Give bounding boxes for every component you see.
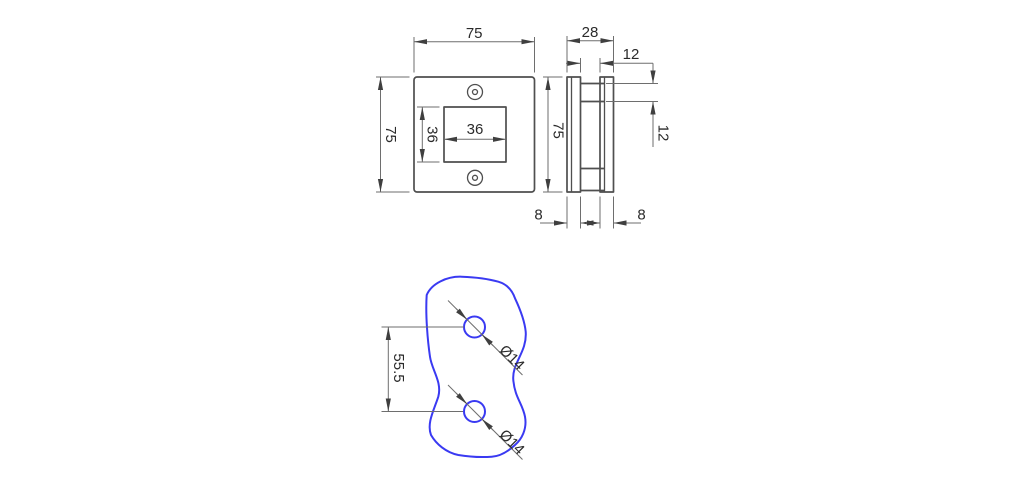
front-cutout: [443, 106, 507, 163]
dim-label-front-height: 75: [382, 126, 399, 143]
dim-front-width: 75: [413, 25, 535, 73]
dim-label-front-cutout-width: 36: [467, 121, 484, 138]
screw-hole-top-inner: [471, 88, 479, 96]
side-view: 28 12 12 75: [534, 24, 672, 229]
front-plate-outline: [413, 76, 536, 193]
dim-label-front-cutout-height: 36: [424, 126, 441, 143]
dim-label-hole-bottom-diameter: Ø14: [496, 426, 528, 458]
dim-front-cutout-width: 36: [444, 121, 506, 142]
screw-hole-bottom-inner: [471, 174, 479, 181]
dim-label-side-glass-gap: 12: [623, 46, 640, 63]
dim-label-side-height: 75: [550, 122, 567, 139]
dim-glass-hole-bottom-diameter: Ø14: [447, 384, 528, 460]
dim-label-side-notch: 12: [655, 125, 672, 142]
glass-view: 55.5 Ø14 Ø14: [381, 275, 528, 460]
dim-front-height: 75: [376, 76, 410, 193]
dim-glass-hole-spacing: 55.5: [381, 326, 464, 412]
screw-hole-top: [466, 83, 484, 101]
dim-label-left-plate: 8: [534, 207, 542, 224]
dim-side-depth: 28: [566, 24, 614, 73]
dim-side-height: 75: [543, 76, 567, 193]
dim-label-hole-spacing: 55.5: [390, 353, 407, 382]
front-view: 75 75 36 36: [376, 25, 536, 193]
side-left-plate: [566, 76, 582, 193]
glass-panel-outline: [425, 275, 527, 459]
dim-label-side-depth: 28: [582, 24, 599, 41]
screw-hole-bottom: [466, 169, 484, 186]
dim-side-glass-gap: 12: [566, 46, 653, 73]
dim-label-right-plate: 8: [637, 207, 645, 224]
glass-hole-bottom: [463, 400, 486, 423]
side-right-plate: [599, 76, 615, 193]
dim-side-notch: 12: [606, 63, 672, 147]
dim-front-cutout-height: 36: [417, 106, 441, 163]
dim-side-plate-thickness: 8 8: [534, 196, 646, 229]
dim-label-front-width: 75: [466, 25, 483, 42]
dim-glass-hole-top-diameter: Ø14: [447, 300, 528, 376]
